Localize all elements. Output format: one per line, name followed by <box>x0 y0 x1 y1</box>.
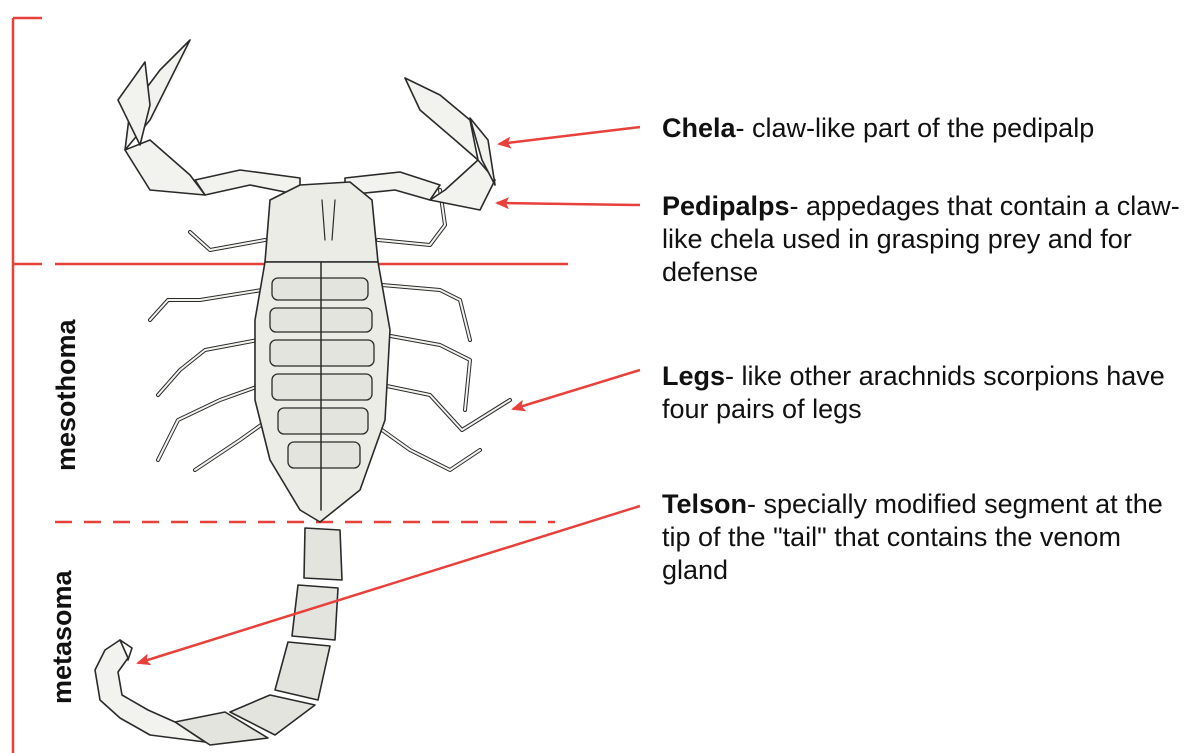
pedipalps-label: Pedipalps- appedages that contain a claw… <box>662 190 1192 289</box>
right-pedipalp <box>345 78 495 210</box>
telson-label: Telson- specially modified segment at th… <box>662 488 1192 587</box>
label-arrows <box>138 127 640 663</box>
chela-arrow <box>499 127 640 144</box>
legs-arrow <box>513 370 640 409</box>
left-legs <box>150 232 268 470</box>
chela-label: Chela- claw-like part of the pedipalp <box>662 112 1192 145</box>
metasoma-tail <box>175 528 342 745</box>
telson-arrow <box>138 506 640 663</box>
chela-term: Chela <box>662 113 736 143</box>
chela-description: - claw-like part of the pedipalp <box>736 113 1095 143</box>
pedipalps-term: Pedipalps <box>662 191 790 221</box>
telson-term: Telson <box>662 489 747 519</box>
scorpion-illustration <box>95 40 510 745</box>
carapace <box>265 182 378 262</box>
legs-description: - like other arachnids scorpions have fo… <box>662 361 1165 424</box>
region-label-mesothoma: mesothoma <box>51 311 85 471</box>
legs-label: Legs- like other arachnids scorpions hav… <box>662 360 1192 426</box>
region-label-metasoma: metasoma <box>47 564 81 704</box>
right-legs <box>375 190 510 470</box>
legs-term: Legs <box>662 361 725 391</box>
left-pedipalp <box>118 40 300 195</box>
pedipalps-arrow <box>497 203 640 205</box>
region-bracket <box>13 18 42 753</box>
